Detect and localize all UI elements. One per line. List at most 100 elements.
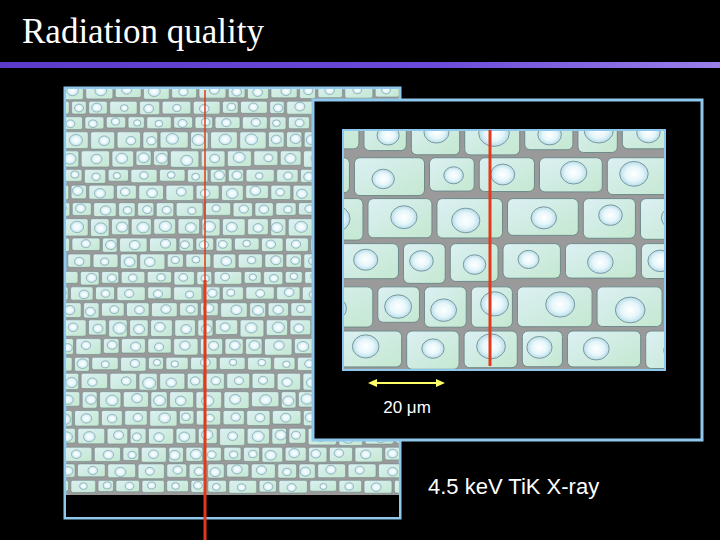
nucleus — [274, 341, 285, 350]
cell — [228, 89, 245, 98]
nucleus — [518, 250, 539, 268]
cell — [254, 151, 278, 166]
cell — [148, 357, 163, 369]
nucleus — [66, 414, 71, 425]
nucleus — [154, 433, 164, 442]
nucleus — [208, 289, 218, 297]
nucleus — [130, 342, 140, 351]
cell — [179, 238, 193, 251]
cell — [213, 254, 236, 268]
cell — [266, 320, 287, 336]
cell — [76, 339, 101, 355]
cell — [66, 219, 88, 236]
nucleus — [388, 467, 398, 476]
cell — [385, 447, 399, 460]
cell — [364, 480, 392, 493]
nucleus — [232, 171, 242, 180]
nucleus — [294, 324, 304, 333]
cell — [125, 411, 148, 426]
cell — [318, 464, 346, 478]
nucleus — [382, 89, 391, 94]
nucleus — [121, 377, 131, 385]
cell — [411, 130, 459, 155]
cell — [310, 480, 337, 491]
nucleus — [648, 250, 665, 272]
nucleus — [285, 153, 296, 163]
nucleus — [218, 240, 227, 248]
nucleus — [320, 483, 327, 489]
cell — [96, 287, 115, 300]
cell — [109, 320, 128, 337]
cell — [565, 244, 636, 278]
cell — [199, 89, 226, 98]
nucleus — [86, 273, 96, 282]
nucleus — [95, 89, 107, 96]
nucleus — [91, 154, 102, 164]
nucleus — [148, 89, 160, 97]
cell — [271, 219, 286, 236]
cell — [255, 203, 273, 217]
nucleus — [153, 290, 162, 298]
cell — [75, 357, 90, 371]
nucleus — [153, 395, 165, 406]
cell — [222, 101, 238, 113]
cell — [151, 392, 167, 409]
cell — [176, 203, 203, 217]
nucleus — [149, 450, 159, 459]
nucleus — [252, 431, 264, 442]
nucleus — [107, 274, 116, 282]
cell — [102, 271, 119, 283]
cell — [178, 219, 200, 234]
nucleus — [154, 322, 165, 332]
nucleus — [253, 89, 263, 97]
nucleus — [239, 205, 248, 213]
cell — [170, 392, 194, 408]
nucleus — [116, 222, 128, 232]
nucleus — [371, 483, 381, 492]
cell — [187, 373, 203, 389]
cell — [216, 238, 232, 251]
nucleus — [283, 396, 294, 406]
nucleus — [232, 89, 242, 96]
cell — [66, 339, 73, 355]
cell — [140, 101, 160, 114]
nucleus — [266, 240, 276, 248]
cell — [128, 117, 144, 128]
zoom-box — [313, 100, 702, 440]
cell — [66, 411, 72, 427]
nucleus — [137, 222, 150, 233]
cell — [71, 480, 96, 492]
nucleus — [282, 378, 292, 387]
nucleus — [138, 153, 149, 163]
cell — [154, 151, 168, 166]
nucleus — [211, 377, 221, 385]
cell — [285, 447, 306, 461]
cell — [66, 447, 92, 461]
cell — [130, 320, 149, 337]
nucleus — [227, 289, 235, 296]
nucleus — [85, 307, 95, 316]
nucleus — [194, 467, 204, 475]
nucleus — [178, 119, 187, 127]
nucleus — [166, 378, 176, 387]
nucleus — [88, 378, 98, 386]
cell — [221, 303, 248, 318]
nucleus — [281, 413, 291, 422]
cell — [94, 203, 117, 217]
nucleus — [249, 274, 257, 281]
nucleus — [71, 171, 79, 178]
nucleus — [133, 324, 144, 334]
cell — [119, 203, 136, 217]
cell — [270, 117, 286, 130]
cell — [259, 480, 276, 492]
cell — [300, 89, 316, 99]
cell — [607, 158, 665, 195]
nucleus — [221, 273, 230, 281]
nucleus — [132, 394, 143, 403]
nucleus — [249, 103, 259, 111]
nucleus — [377, 130, 399, 145]
cell — [215, 117, 240, 129]
cell — [89, 320, 107, 335]
nucleus — [67, 89, 79, 96]
nucleus — [479, 130, 510, 146]
